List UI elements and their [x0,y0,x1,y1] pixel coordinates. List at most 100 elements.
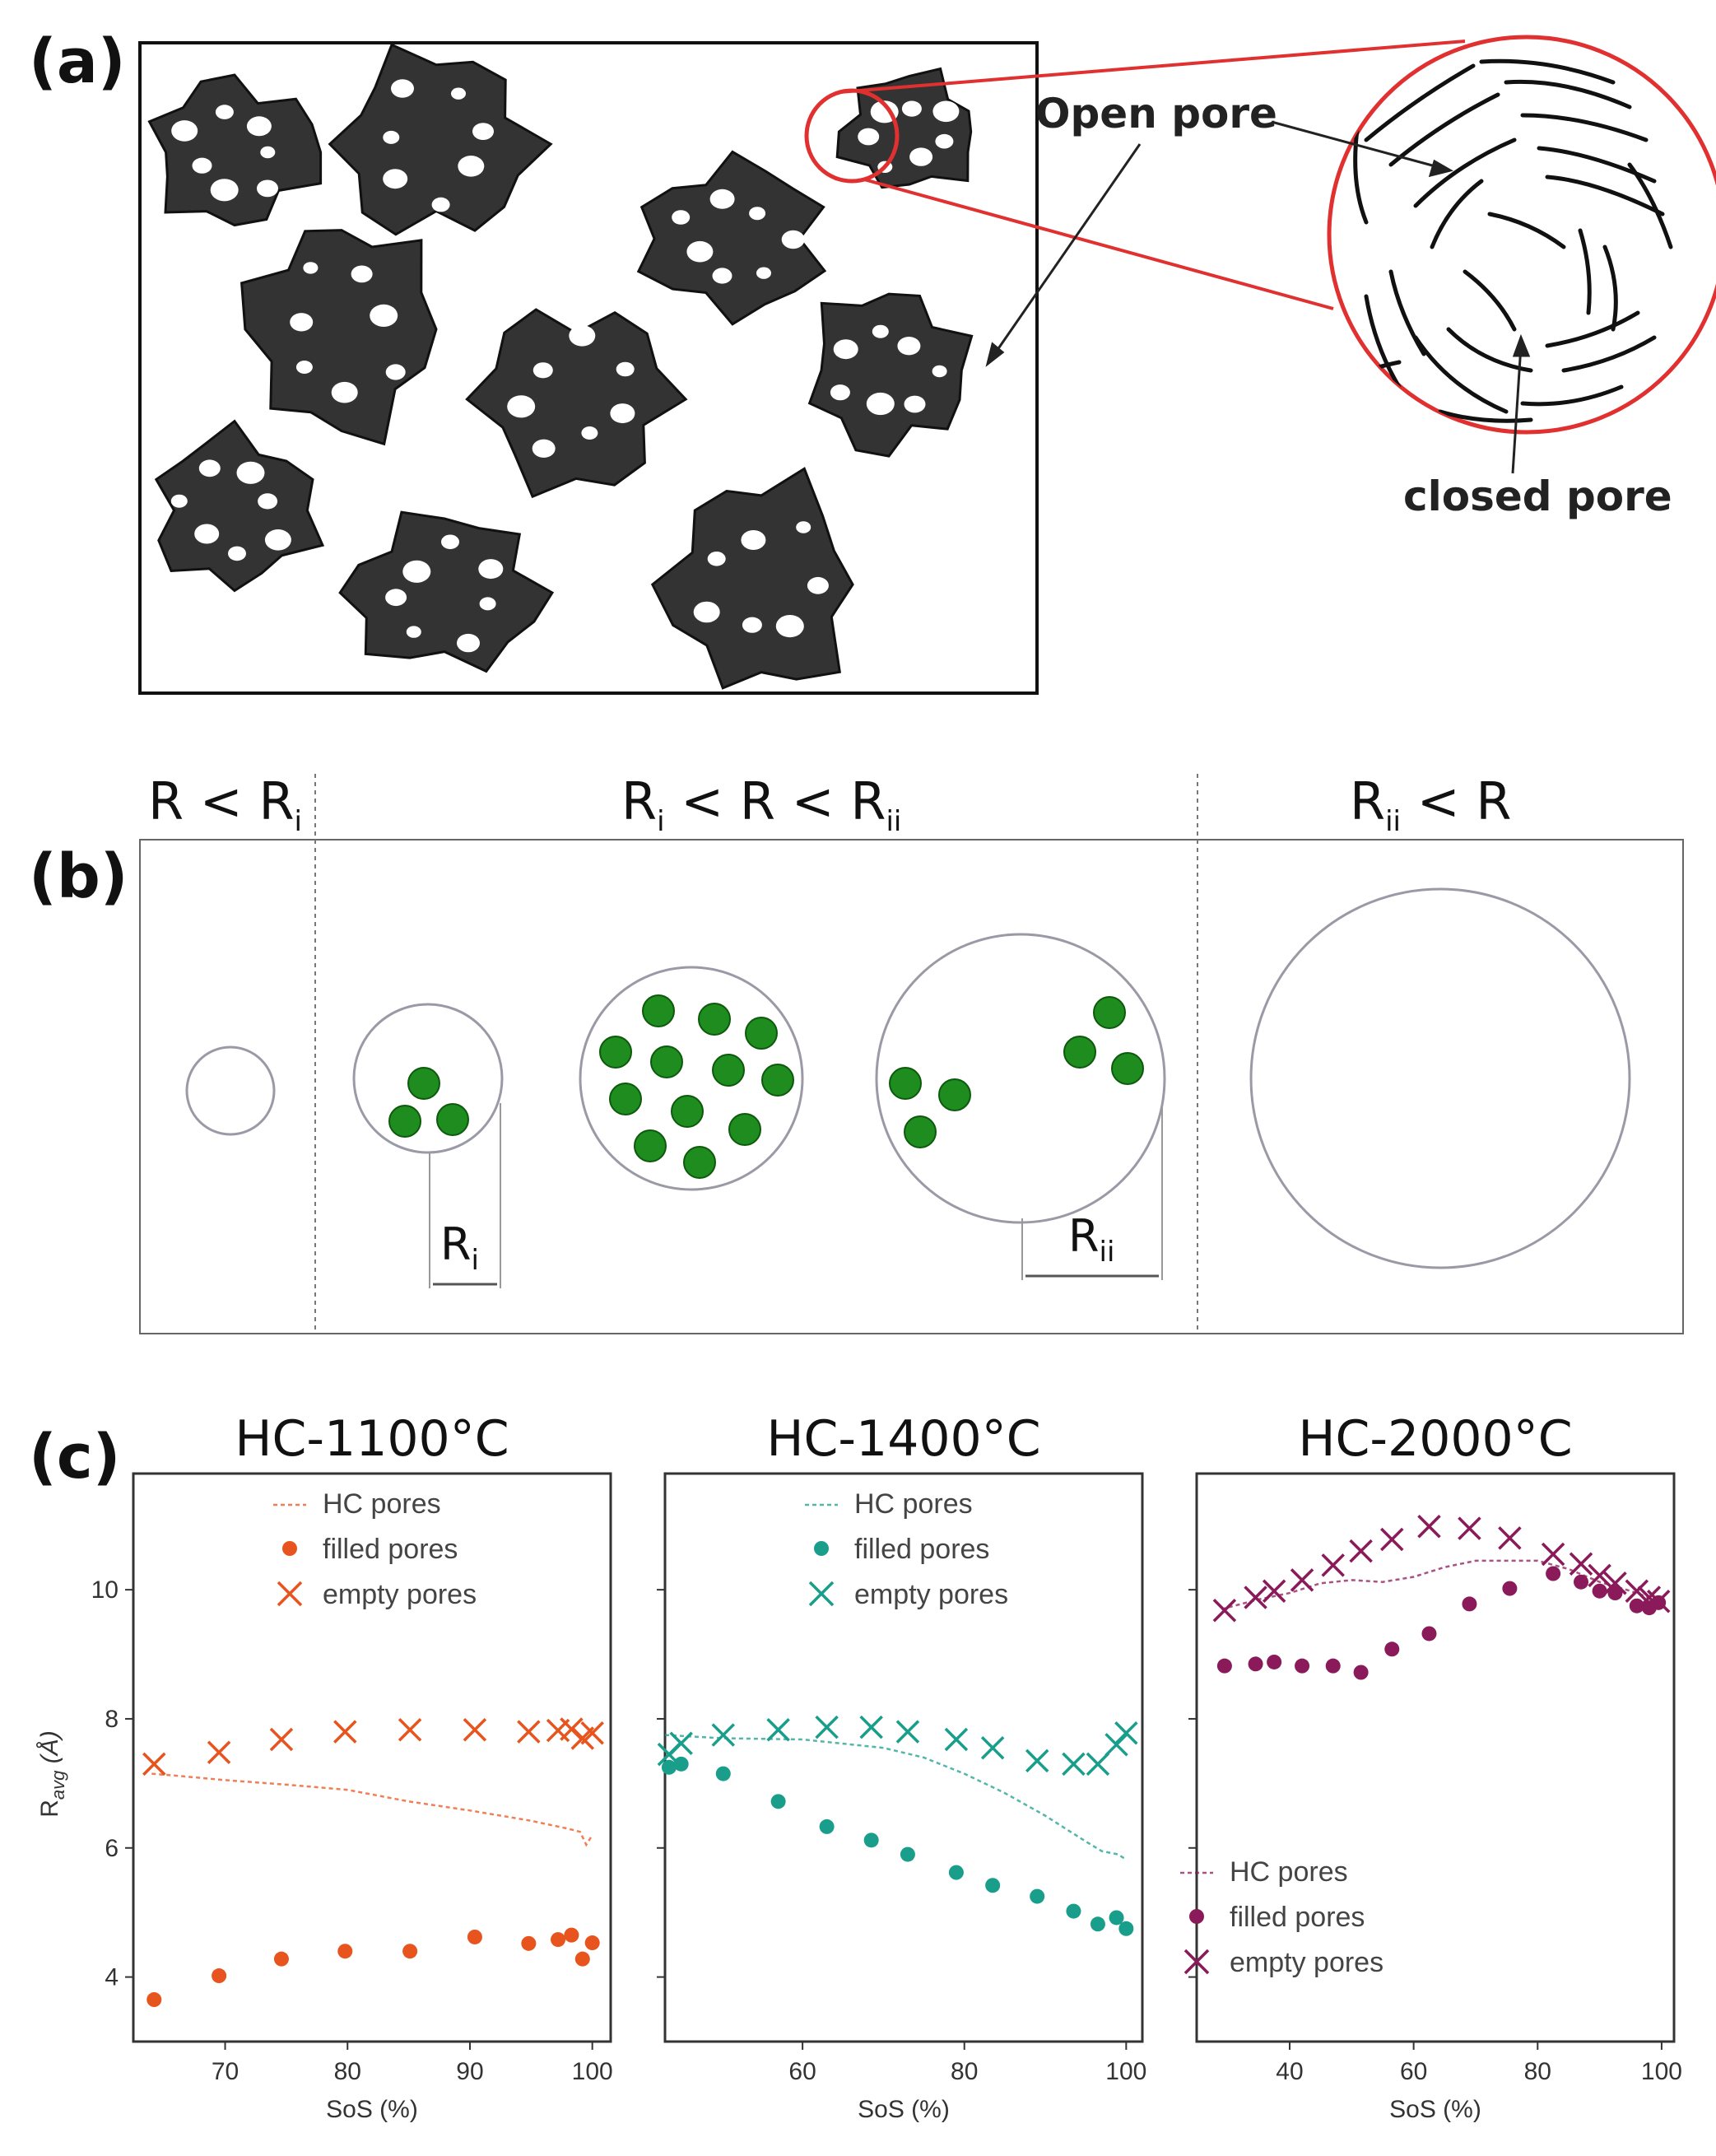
empty-pore-point-stroke [398,1718,422,1742]
filled-pore-point [521,1935,537,1951]
pore-size-frame [139,839,1684,1334]
legend-label: filled pores [854,1534,989,1565]
empty-pore-point-stroke [333,1720,357,1744]
empty-pore-point [517,1720,541,1744]
x-tick-label: 100 [1105,2058,1146,2085]
empty-pore-point [580,1721,604,1745]
pore-hole [749,207,766,221]
pore-hole [897,337,921,356]
empty-pore-point [1588,1563,1611,1588]
graphene-layer [1463,269,1517,332]
pore-hole [441,534,459,550]
sodium-cluster [1111,1052,1144,1085]
sodium-cluster [609,1083,642,1115]
empty-pore-point-stroke [1417,1515,1441,1539]
legend-label: empty pores [1230,1947,1383,1978]
carbon-particle [835,67,973,189]
sodium-cluster [650,1045,683,1078]
pore-hole [775,615,804,638]
empty-pore-point-stroke [1262,1579,1286,1603]
pore-hole [303,262,319,274]
empty-pore-point-stroke [517,1720,541,1744]
empty-pore-point-stroke [1349,1539,1373,1563]
pore-hole [932,365,947,378]
empty-pore-point-stroke [269,1727,294,1752]
pore-hole [872,324,889,338]
x-tick-label: 90 [456,2058,483,2085]
pore-hole [478,559,504,580]
empty-pore-point-stroke [1646,1590,1671,1614]
empty-pore-point [269,1727,294,1752]
pore-hole [904,395,926,413]
empty-pore-point-stroke [1498,1526,1522,1550]
filled-pore-point [1629,1598,1644,1614]
pore-hole [215,105,234,119]
graphene-layer [1545,175,1665,217]
pore-hole [402,560,431,583]
legend-label: empty pores [323,1579,477,1610]
pore-tiny [185,1045,276,1136]
pore-large [875,933,1166,1224]
sodium-cluster [671,1095,704,1128]
x-tick-label: 80 [1524,2058,1551,2085]
pore-hole [406,626,421,638]
sodium-cluster [642,994,675,1027]
graphene-layer [1364,294,1402,389]
filled-pore-point [900,1846,915,1862]
pore-hole [712,268,732,284]
empty-pore-point-stroke [766,1718,790,1742]
sodium-cluster [712,1054,745,1087]
pore-hole [383,130,400,144]
y-tick-label: 6 [105,1835,119,1862]
filled-pore-point [1546,1566,1561,1581]
filled-pore-point [467,1929,482,1944]
empty-pore-point-stroke [711,1723,736,1747]
legend-swatch [1189,1909,1204,1924]
graphene-layer [1479,58,1616,85]
pore-hole [569,325,596,347]
empty-pore-point [1349,1539,1373,1563]
sodium-cluster [938,1078,971,1111]
ri-label: Ri [440,1218,479,1277]
carbon-particle [338,510,555,673]
pore-hole [198,459,221,477]
pore-hole [709,189,735,209]
x-tick-label: 100 [572,2058,613,2085]
empty-pore-point [1458,1516,1481,1540]
open-pore-label: Open pore [1035,90,1277,137]
filled-pore-point [1592,1583,1607,1599]
graphene-layer [1520,384,1624,407]
empty-pore-point [1380,1527,1404,1552]
graphene-layer [1504,79,1632,109]
empty-pore-point [859,1715,883,1739]
pore-hole [610,403,635,424]
pore-hole [171,120,198,142]
legend-swatch [282,1541,297,1556]
empty-pore-point [1541,1542,1565,1567]
empty-pore-point [711,1723,736,1747]
pore-hole [290,313,314,332]
y-tick-label: 8 [105,1706,119,1733]
filled-pore-point [673,1756,689,1772]
empty-pore-point [1625,1579,1649,1603]
rii-label: Rii [1068,1210,1114,1269]
empty-pore-point-stroke [669,1731,693,1755]
empty-pore-point-stroke [1025,1749,1049,1773]
pore-hole [807,576,829,594]
empty-pore-point-stroke [815,1715,839,1739]
graphene-layer [1487,212,1566,249]
pore-hole [351,265,373,283]
pore-hole [331,381,358,403]
carbon-particles [147,43,974,690]
empty-pore-point-stroke [1625,1579,1649,1603]
sodium-cluster [407,1067,440,1100]
filled-pore-point [1574,1574,1589,1590]
pore-hole [507,395,536,418]
pore-hole [458,156,485,177]
pore-hole [385,364,406,380]
pore-hole [383,169,408,189]
pore-hole [858,128,880,146]
graphene-layer [1578,228,1592,315]
legend-swatch [814,1541,829,1556]
